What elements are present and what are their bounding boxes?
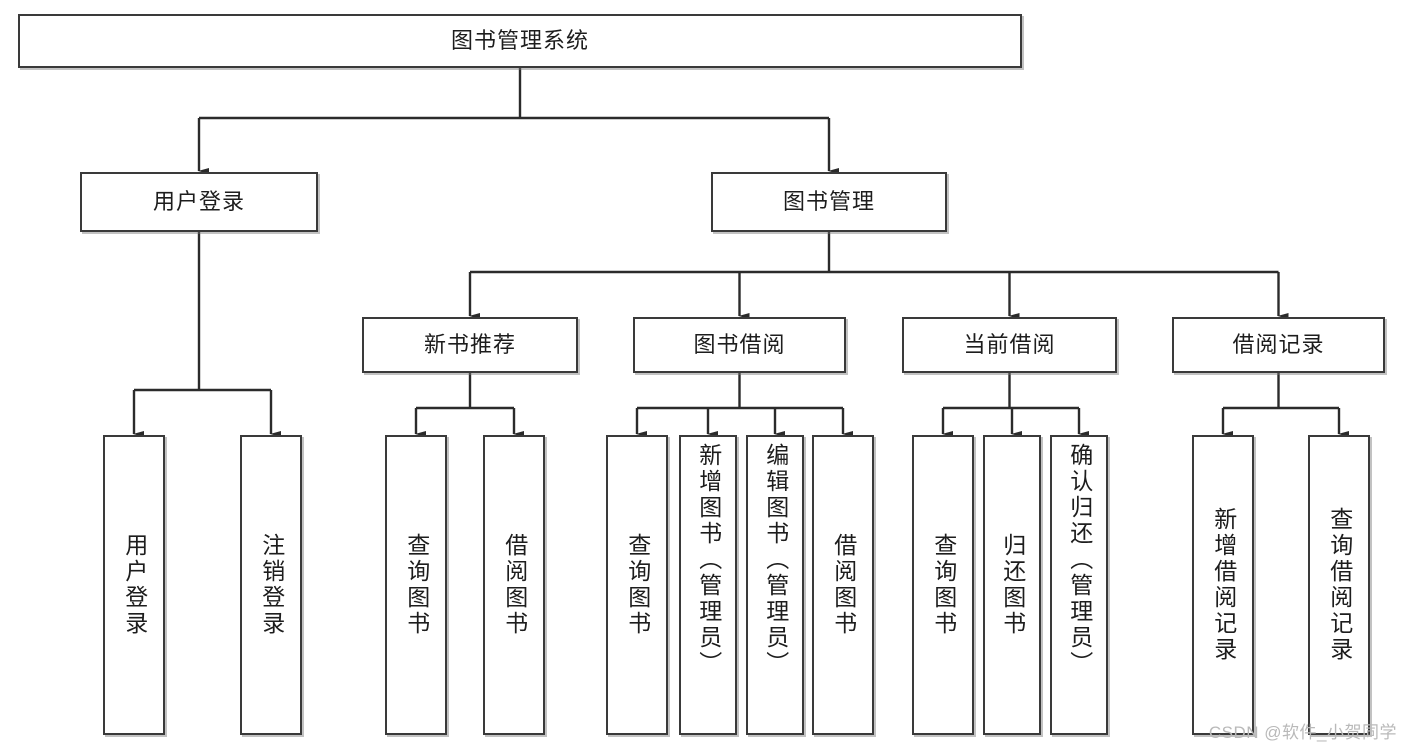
node-current-borrow[interactable]: 当前借阅 — [902, 317, 1117, 373]
node-leaf-add-book[interactable]: 新增图书（管理员） — [679, 435, 737, 735]
node-leaf-query-book-2[interactable]: 查询图书 — [606, 435, 668, 735]
node-book-manage[interactable]: 图书管理 — [711, 172, 947, 232]
node-leaf-add-record[interactable]: 新增借阅记录 — [1192, 435, 1254, 735]
node-leaf-user-login[interactable]: 用户登录 — [103, 435, 165, 735]
node-leaf-confirm-return[interactable]: 确认归还（管理员） — [1050, 435, 1108, 735]
node-leaf-return-book[interactable]: 归还图书 — [983, 435, 1041, 735]
node-label: 借阅记录 — [1232, 331, 1325, 357]
node-label: 查询图书 — [403, 533, 430, 637]
node-user-login[interactable]: 用户登录 — [80, 172, 318, 232]
node-label: 注销登录 — [258, 533, 285, 637]
node-label: 确认归还（管理员） — [1066, 443, 1093, 677]
node-book-borrow[interactable]: 图书借阅 — [633, 317, 846, 373]
node-label: 图书管理 — [782, 188, 875, 214]
node-label: 新书推荐 — [423, 331, 516, 357]
node-label: 编辑图书（管理员） — [762, 443, 789, 677]
node-label: 用户登录 — [121, 533, 148, 637]
node-label: 新增借阅记录 — [1210, 507, 1237, 663]
node-leaf-edit-book[interactable]: 编辑图书（管理员） — [746, 435, 804, 735]
node-new-book-rec[interactable]: 新书推荐 — [362, 317, 578, 373]
edge-paths — [132, 68, 1349, 437]
node-leaf-logout[interactable]: 注销登录 — [240, 435, 302, 735]
node-label: 借阅图书 — [501, 533, 528, 637]
node-leaf-query-book-3[interactable]: 查询图书 — [912, 435, 974, 735]
node-label: 借阅图书 — [830, 533, 857, 637]
node-borrow-record[interactable]: 借阅记录 — [1172, 317, 1385, 373]
node-label: 图书借阅 — [693, 331, 786, 357]
node-label: 查询图书 — [930, 533, 957, 637]
node-label: 当前借阅 — [963, 331, 1056, 357]
node-label: 归还图书 — [999, 533, 1026, 637]
node-label: 用户登录 — [152, 188, 245, 214]
node-label: 查询借阅记录 — [1326, 507, 1353, 663]
node-label: 查询图书 — [624, 533, 651, 637]
node-leaf-borrow-book-1[interactable]: 借阅图书 — [483, 435, 545, 735]
node-root[interactable]: 图书管理系统 — [18, 14, 1022, 68]
node-leaf-borrow-book-2[interactable]: 借阅图书 — [812, 435, 874, 735]
node-leaf-query-record[interactable]: 查询借阅记录 — [1308, 435, 1370, 735]
node-label: 图书管理系统 — [450, 27, 589, 53]
node-leaf-query-book-1[interactable]: 查询图书 — [385, 435, 447, 735]
node-label: 新增图书（管理员） — [695, 443, 722, 677]
